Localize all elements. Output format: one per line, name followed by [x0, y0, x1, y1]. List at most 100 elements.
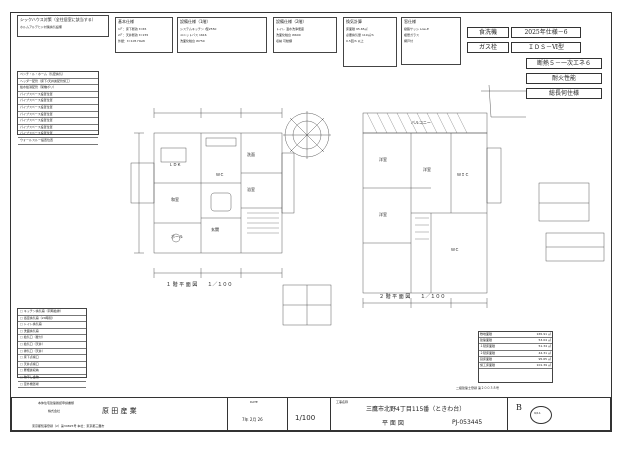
- area-row: １階床面積 51.34 ㎡: [479, 344, 552, 351]
- room-label: ＷＩＣ: [457, 172, 469, 177]
- note-item: 給水給湯配管（架橋ポリ）: [18, 85, 98, 92]
- room-label: 玄関: [211, 227, 219, 232]
- room-label: 洋室: [423, 167, 431, 172]
- company-name: 原 田 産 業: [102, 407, 137, 415]
- spec-line: 0.5回/h 以上: [346, 39, 364, 43]
- note-item: パイプスペース設置位置: [18, 131, 98, 138]
- area-label: 施工床面積: [480, 362, 496, 367]
- divider: [287, 398, 288, 432]
- stamp-circle: [530, 406, 552, 424]
- spec-tag: 耐火性能: [526, 73, 602, 84]
- sick-house-checklist: シックハウス対策（全住居室に該当する） ホルムアルデヒド対策換気設備: [17, 15, 109, 37]
- note-item: パイプスペース設置位置: [18, 98, 98, 105]
- area-value: 44.31 ㎡: [538, 350, 551, 355]
- room-label: 洋室: [379, 157, 387, 162]
- spec-box: 換気計算 床面積 95.65㎡ 必要換気量 119㎥/h 0.5回/h 以上: [343, 17, 397, 67]
- equipment-legend: □ キッチン換気扇（同時給排） □ 浴室換気扇（24時間） □ トイレ換気扇 □…: [17, 308, 87, 389]
- spec-tag: 2025年仕様－6: [511, 27, 581, 38]
- note-item: パイプスペース設置位置: [18, 92, 98, 99]
- spec-box-title: 設備仕様（1階）: [180, 19, 211, 24]
- note-item: ウォールスルー設置位置: [18, 138, 98, 145]
- drawing-title: 平 面 図: [382, 420, 404, 427]
- spec-line: 複層ガラス: [404, 33, 419, 37]
- legend-item: □ トイレ換気扇: [18, 322, 86, 329]
- area-value: 165.91 ㎡: [536, 332, 551, 336]
- legend-item: □ 屋根裏収納: [18, 368, 86, 375]
- room-label: バルコニー: [411, 120, 431, 125]
- room-label: 洗面: [247, 152, 255, 157]
- spec-box-title: 設備仕様（2階）: [276, 19, 307, 24]
- spec-tag: 食洗機: [467, 27, 509, 38]
- spec-line: 必要換気量 119㎥/h: [346, 33, 374, 37]
- spec-line: 網戸付: [404, 39, 414, 43]
- spec-box: 基本仕様 1Ｆ：床下断熱 t=65 2Ｆ：天井断熱 t=155 外壁：t=105…: [115, 17, 173, 53]
- area-label: １階床面積: [480, 344, 496, 349]
- floor2-caption: ２ 階 平 面 図 １／１００: [379, 294, 446, 300]
- spec-line: 洗面化粧台 W600: [276, 33, 301, 37]
- equipment-notes: ベンチ・ル・ホーム（気密換気） ヘッダー配管（床下/天井裏配管施工） 給水給湯配…: [17, 71, 99, 145]
- room-label: ホール: [171, 234, 183, 239]
- area-label: 敷地面積: [480, 332, 493, 336]
- checklist-subtitle: ホルムアルデヒド対策換気設備: [20, 25, 62, 29]
- company-line: 株式会社: [48, 409, 61, 413]
- area-row: 敷地面積 165.91 ㎡: [479, 332, 552, 339]
- room-label: ＷＣ: [216, 172, 224, 177]
- spec-tag: ガス栓: [467, 42, 509, 53]
- room-label: ＬＤＫ: [169, 162, 181, 167]
- spec-tag: ＩＤＳ－Ⅵ型: [511, 42, 581, 53]
- divider: [330, 398, 331, 432]
- legend-item: □ 洗面換気扇: [18, 329, 86, 336]
- room-label: 和室: [171, 197, 179, 202]
- spec-line: 収納 可動棚: [276, 39, 292, 43]
- scale-value: 1/100: [295, 414, 316, 422]
- note-item: ヘッダー配管（床下/天井裏配管施工）: [18, 79, 98, 86]
- spec-box: 窓仕様 樹脂サッシ Low-E 複層ガラス 網戸付: [401, 17, 461, 65]
- project-label: 工事名称: [336, 400, 349, 404]
- spec-line: システムキッチン I型2550: [180, 27, 217, 31]
- date-label: DATE: [250, 400, 258, 404]
- legend-item: □ 床下点検口: [18, 355, 86, 362]
- legend-item: □ 浴室換気扇（24時間）: [18, 316, 86, 323]
- area-label: ２階床面積: [480, 350, 496, 355]
- note-item: パイプスペース設置位置: [18, 105, 98, 112]
- area-label: 延床面積: [480, 356, 493, 361]
- spec-box-title: 窓仕様: [404, 19, 416, 24]
- legend-item: □ 給気口（天井）: [18, 342, 86, 349]
- project-address: 三鷹市北野4丁目115番（ときわ台）: [366, 406, 466, 413]
- date-value: 7年 2月 26: [242, 417, 263, 422]
- registration-line: 東京都知事登録（2）第39825号 本社：東京都三鷹市: [32, 424, 105, 428]
- area-row: ２階床面積 44.31 ㎡: [479, 351, 552, 357]
- legend-item: □ 物干し金物: [18, 375, 86, 382]
- spec-line: トイレ 温水洗浄便座: [276, 27, 304, 31]
- spec-tag: 断熱５－一次エネ６: [526, 58, 602, 69]
- spec-line: ユニットバス 1616: [180, 33, 207, 37]
- project-number: PJ-053445: [452, 419, 483, 426]
- spec-box-title: 換気計算: [346, 19, 362, 24]
- area-value: 51.34 ㎡: [538, 344, 551, 349]
- legend-item: □ 室外機置場: [18, 382, 86, 389]
- spec-line: 外壁：t=105 HGW: [118, 39, 145, 43]
- spec-box: 設備仕様（2階） トイレ 温水洗浄便座 洗面化粧台 W600 収納 可動棚: [273, 17, 337, 53]
- spec-box-title: 基本仕様: [118, 19, 134, 24]
- room-label: 浴室: [247, 187, 255, 192]
- checklist-title: シックハウス対策（全住居室に該当する）: [20, 17, 96, 22]
- room-label: 洋室: [379, 212, 387, 217]
- spec-line: 2Ｆ：天井断熱 t=155: [118, 33, 149, 37]
- room-label: ＷＣ: [451, 247, 459, 252]
- floor1-caption: １ 階 平 面 図 １／１００: [166, 282, 233, 288]
- floor-plan-graphics: [130, 84, 605, 326]
- note-item: パイプスペース設置位置: [18, 118, 98, 125]
- legend-item: □ 排気口（天井）: [18, 349, 86, 356]
- area-row: 施工床面積 101.39 ㎡: [479, 362, 552, 370]
- divider: [227, 398, 228, 432]
- area-value: 53.04 ㎡: [538, 338, 551, 343]
- spec-line: 床面積 95.65㎡: [346, 27, 368, 31]
- spec-line: 1Ｆ：床下断熱 t=65: [118, 27, 147, 31]
- spec-line: 洗面化粧台 W750: [180, 39, 205, 43]
- note-item: パイプスペース設置位置: [18, 125, 98, 132]
- note-item: ベンチ・ル・ホーム（気密換気）: [18, 72, 98, 79]
- area-value: 101.39 ㎡: [536, 362, 551, 367]
